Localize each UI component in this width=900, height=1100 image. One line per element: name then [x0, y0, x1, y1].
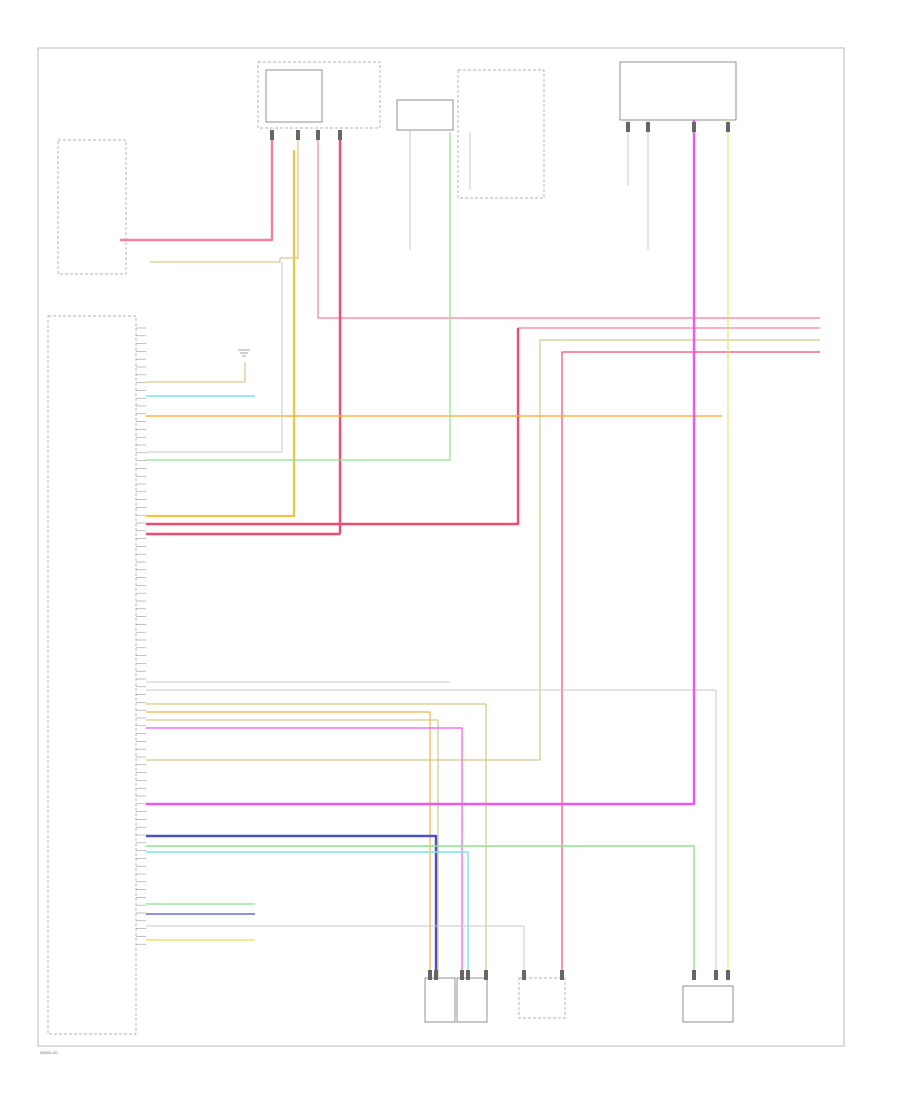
wire-tan-lower-5	[146, 719, 439, 978]
left-sensor-module	[57, 139, 127, 275]
ground-symbols	[238, 349, 250, 357]
wire-magenta-main	[146, 120, 696, 806]
connector-pin	[714, 970, 718, 980]
connector-block-d	[682, 985, 734, 1023]
connector-pin	[316, 130, 320, 140]
wire-pink-top-left	[120, 132, 274, 242]
fuse-block-outline	[257, 61, 381, 129]
wires	[120, 120, 820, 978]
connector-pin	[466, 970, 470, 980]
wire-green-pin	[146, 132, 451, 461]
wire-blue-main	[146, 834, 438, 978]
connector-pin	[522, 970, 526, 980]
connector-pin	[296, 130, 300, 140]
wire-tan-lower-3	[146, 703, 487, 978]
wire-yellow-vertical	[146, 150, 296, 518]
connector-block-a	[424, 977, 456, 1023]
switch-box	[457, 69, 545, 199]
wire-gray-bottom	[146, 925, 525, 978]
connector-pin	[560, 970, 564, 980]
connector-pin	[338, 130, 342, 140]
connector-pin	[270, 130, 274, 140]
wire-tan-down-540	[146, 340, 541, 761]
engine-control-module	[47, 315, 137, 1035]
connector-block-b	[456, 977, 488, 1023]
connector-block-c	[518, 977, 566, 1019]
connector-pin	[726, 122, 730, 132]
connector-pin	[434, 970, 438, 980]
diagram-footer-id: W0001-00	[40, 1051, 58, 1055]
relay-box	[396, 99, 454, 131]
components	[47, 61, 737, 1035]
wire-lightblue-lower	[146, 851, 469, 978]
wire-pink-long-1	[317, 132, 820, 319]
ecm-pin-ticks	[136, 327, 146, 945]
connector-pin	[484, 970, 488, 980]
connector-pin	[726, 970, 730, 980]
connector-pin	[692, 970, 696, 980]
fuse-box-a	[265, 69, 323, 123]
connector-pin	[692, 122, 696, 132]
connector-pin	[428, 970, 432, 980]
wire-gray-lower-2	[146, 689, 717, 978]
wire-tan-pin-a	[146, 362, 246, 383]
wire-magenta-lower-6	[146, 727, 463, 978]
wire-orange-lower-4	[146, 711, 431, 978]
wire-green-lower	[146, 845, 695, 978]
fuel-pump-relay-box	[619, 61, 737, 121]
connector-pin	[460, 970, 464, 980]
wire-tan-top-left	[150, 132, 299, 263]
connector-pin	[646, 122, 650, 132]
wire-pink-down-518	[146, 328, 520, 526]
diagram-frame	[37, 47, 845, 1047]
connector-pins	[270, 122, 730, 980]
wire-gray-pin	[146, 262, 283, 453]
ground-symbol-left	[238, 349, 250, 357]
connector-pin	[626, 122, 630, 132]
